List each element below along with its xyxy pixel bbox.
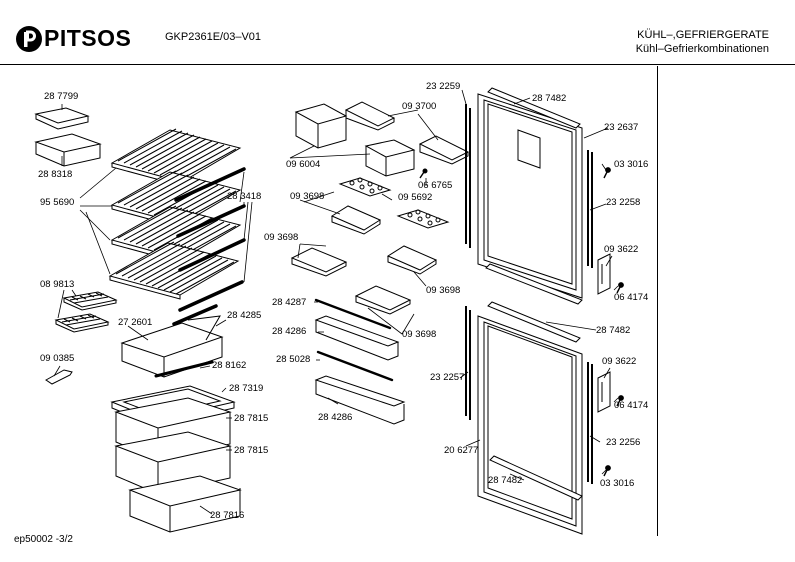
screw [603, 167, 624, 294]
part-label: 09 3622 [604, 244, 639, 255]
divider-line [657, 66, 658, 536]
part-label: 09 6004 [286, 159, 321, 170]
part-label: 09 3698 [290, 191, 325, 202]
part-label: 06 4174 [614, 292, 649, 303]
pitsos-logo-icon [16, 26, 42, 52]
lower-door [477, 315, 583, 535]
ice-scoop [45, 369, 73, 385]
door-bin-small [418, 135, 470, 165]
bottle-box [364, 139, 416, 177]
pitsos-logo [14, 24, 134, 54]
part-label: 09 0385 [40, 353, 75, 364]
part-label: 28 8162 [212, 360, 247, 371]
part-label: 28 7815 [234, 413, 269, 424]
part-label: 23 2259 [426, 81, 461, 92]
ice-cube-tray [62, 291, 118, 311]
door-shelf [386, 245, 438, 275]
category-title: KÜHL–,GEFRIERGERATE [637, 29, 769, 41]
part-label: 09 3700 [402, 101, 437, 112]
door-shelf [354, 285, 412, 315]
door-shelf [290, 247, 348, 277]
part-label: 06 6765 [418, 180, 453, 191]
part-label: 06 4174 [614, 400, 649, 411]
part-label: 28 7482 [488, 475, 523, 486]
footer-code: ep50002 -3/2 [14, 534, 73, 545]
part-label: 28 4285 [227, 310, 262, 321]
screw [419, 168, 428, 179]
header-rule [0, 64, 795, 65]
part-label: 28 3418 [227, 191, 262, 202]
wire-shelf [110, 205, 242, 264]
part-label: 09 3698 [426, 285, 461, 296]
part-label: 09 3698 [402, 329, 437, 340]
door-seal-strip [465, 104, 471, 248]
part-label: 28 7482 [532, 93, 567, 104]
part-label: 28 7319 [229, 383, 264, 394]
part-label: 03 3016 [614, 159, 649, 170]
model-number: GKP2361E/03–V01 [165, 31, 262, 43]
part-label: 20 6277 [444, 445, 479, 456]
part-label: 28 7816 [210, 510, 245, 521]
door-handle-bottom [489, 455, 583, 501]
part-label: 28 7815 [234, 445, 269, 456]
butter-dish-lid [34, 107, 90, 130]
part-label: 28 4286 [272, 326, 307, 337]
wire-shelf [110, 128, 242, 187]
freezer-drawer [128, 475, 242, 533]
part-label: 95 5690 [40, 197, 75, 208]
part-label: 27 2601 [118, 317, 153, 328]
egg-tray-lid [294, 103, 348, 149]
screw [603, 395, 624, 477]
part-label: 09 3698 [264, 232, 299, 243]
leader-lines [53, 89, 619, 515]
hinge-cover [587, 150, 593, 268]
door-shelf [330, 205, 382, 235]
part-label: 28 4286 [318, 412, 353, 423]
part-label: 28 5028 [276, 354, 311, 365]
door-rack-long [314, 375, 406, 425]
rack-rail [314, 298, 394, 382]
brand-name: PITSOS [44, 25, 132, 51]
part-label: 23 2637 [604, 122, 639, 133]
door-trim-strip [485, 263, 583, 305]
door-handle-top [487, 87, 581, 129]
part-label: 23 2258 [606, 197, 641, 208]
hinge-bracket [597, 253, 611, 295]
part-label: 28 7799 [44, 91, 79, 102]
category-subtitle: Kühl–Gefrierkombinationen [635, 43, 769, 55]
part-label: 08 9813 [40, 279, 75, 290]
part-label: 03 3016 [600, 478, 635, 489]
door-bin-small [344, 101, 396, 131]
part-label: 28 7482 [596, 325, 631, 336]
door-handle-mid [487, 301, 581, 343]
egg-tray [396, 209, 450, 229]
chiller-tray-rail [154, 360, 214, 378]
door-seal-strip [465, 306, 471, 420]
shelf-trim-strips [172, 167, 246, 326]
part-label: 28 8318 [38, 169, 73, 180]
egg-tray [338, 177, 392, 197]
part-label: 09 3622 [602, 356, 637, 367]
part-label: 23 2257 [430, 372, 465, 383]
door-rack-long [314, 315, 400, 361]
upper-door [477, 93, 583, 299]
part-label: 23 2256 [606, 437, 641, 448]
part-label: 09 5692 [398, 192, 433, 203]
hinge-cover [587, 362, 593, 484]
ice-cube-tray [54, 313, 110, 333]
part-label: 28 4287 [272, 297, 307, 308]
butter-dish-box [34, 133, 102, 167]
